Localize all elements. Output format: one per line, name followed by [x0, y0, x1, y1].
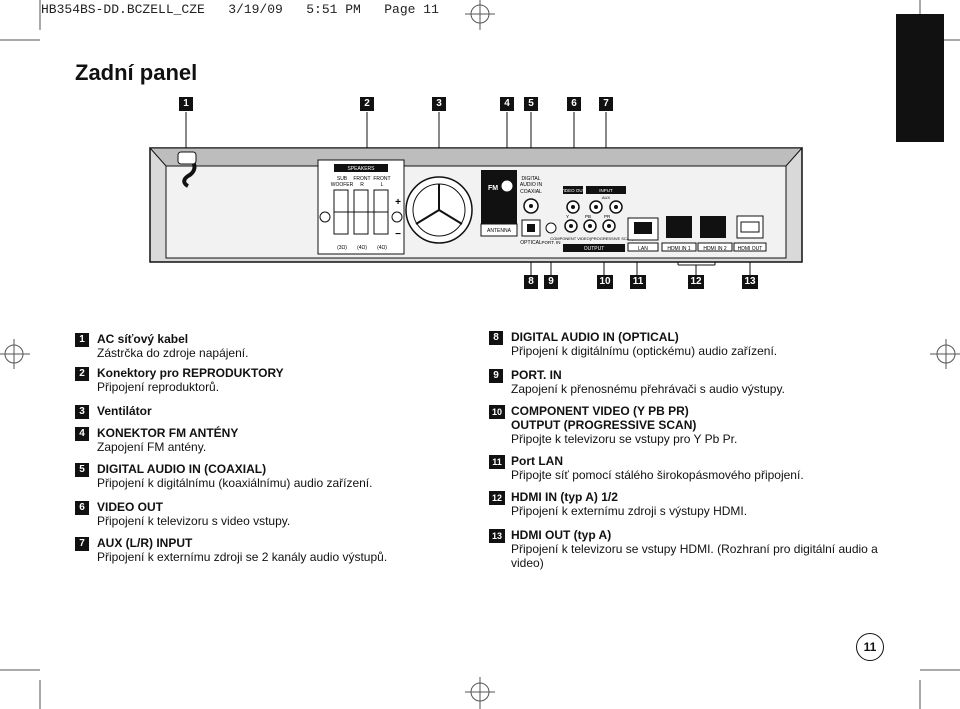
item-desc: Připojení k digitálnímu (koaxiálnímu) au…	[97, 476, 373, 490]
item-title-line2: OUTPUT (PROGRESSIVE SCAN)	[511, 418, 697, 432]
page-number: 11	[856, 633, 884, 661]
coaxial-label: COAXIAL	[520, 189, 542, 195]
print-header: HB354BS-DD.BCZELL_CZE 3/19/09 5:51 PM Pa…	[41, 2, 439, 17]
callout-7: 7	[599, 97, 613, 111]
item-desc: Připojení k externímu zdroji s výstupy H…	[511, 504, 748, 518]
port-in-label: PORT. IN	[542, 240, 561, 245]
item-number: 4	[75, 427, 89, 441]
item-desc: Připojení reproduktorů.	[97, 380, 220, 394]
item-title: DIGITAL AUDIO IN (OPTICAL)	[511, 330, 679, 344]
item-title: Konektory pro REPRODUKTORY	[97, 366, 284, 380]
item-number: 11	[489, 455, 505, 469]
item-title: PORT. IN	[511, 368, 562, 382]
ohm-front-l: (4Ω)	[377, 245, 387, 251]
item-number: 9	[489, 369, 503, 383]
antenna-label: ANTENNA	[487, 228, 512, 234]
pr-label: PR	[604, 214, 611, 219]
item-title: HDMI IN (typ A) 1/2	[511, 490, 618, 504]
front-r-label: FRONT	[353, 176, 370, 182]
item-title: KONEKTOR FM ANTÉNY	[97, 426, 239, 440]
front-l-sub: L	[381, 182, 384, 188]
item-desc: Připojení k televizoru se vstupy HDMI. (…	[511, 542, 878, 570]
video-out-label: VIDEO OUT	[561, 188, 586, 193]
page-title: Zadní panel	[75, 60, 198, 85]
item-desc: Zapojení k přenosnému přehrávači s audio…	[511, 382, 785, 396]
item-number: 6	[75, 501, 89, 515]
callout-8: 8	[524, 275, 538, 289]
item-desc: Připojení k televizoru s video vstupy.	[97, 514, 291, 528]
woofer-label: WOOFER	[331, 182, 354, 188]
item-number: 5	[75, 463, 89, 477]
digital-label: DIGITAL	[521, 176, 540, 182]
item-desc: Připojení k digitálnímu (optickému) audi…	[511, 344, 778, 358]
hdmi-in1-label: HDMI IN 1	[667, 246, 691, 252]
item-title: Port LAN	[511, 454, 563, 468]
ohm-sub: (3Ω)	[337, 245, 347, 251]
item-title: HDMI OUT (typ A)	[511, 528, 612, 542]
item-number: 1	[75, 333, 89, 347]
item-desc: Zapojení FM antény.	[97, 440, 207, 454]
pb-label: PB	[585, 214, 591, 219]
callout-3: 3	[432, 97, 446, 111]
item-desc: Připojení k externímu zdroji se 2 kanály…	[97, 550, 388, 564]
item-number: 12	[489, 491, 505, 505]
item-title: AC síťový kabel	[97, 332, 189, 346]
item-number: 13	[489, 529, 505, 543]
fm-label: FM	[488, 185, 498, 192]
item-title: COMPONENT VIDEO (Y PB PR)	[511, 404, 689, 418]
aux-label: AUX	[602, 195, 611, 200]
callout-9: 9	[544, 275, 558, 289]
callout-1: 1	[179, 97, 193, 111]
callout-10: 10	[597, 275, 613, 289]
chapter-tab	[896, 14, 944, 142]
callout-5: 5	[524, 97, 538, 111]
item-title: VIDEO OUT	[97, 500, 164, 514]
component-label: COMPONENT VIDEO(PROGRESSIVE SCAN)	[550, 236, 634, 241]
item-number: 8	[489, 331, 503, 345]
y-label: Y	[566, 214, 569, 219]
ohm-front-r: (4Ω)	[357, 245, 367, 251]
speakers-label: SPEAKERS	[348, 166, 376, 172]
front-l-label: FRONT	[373, 176, 390, 182]
callout-11: 11	[630, 275, 646, 289]
hdmi-in2-label: HDMI IN 2	[703, 246, 727, 252]
item-title: Ventilátor	[97, 404, 152, 418]
svg-text:−: −	[395, 229, 401, 240]
svg-text:+: +	[395, 197, 401, 208]
hdmi-out-label: HDMI OUT	[738, 246, 763, 252]
audio-in-label: AUDIO IN	[520, 182, 543, 188]
input-label: INPUT	[599, 188, 613, 193]
optical-label: OPTICAL	[520, 240, 542, 246]
front-r-sub: R	[360, 182, 364, 188]
sub-label: SUB	[337, 176, 348, 182]
item-title: AUX (L/R) INPUT	[97, 536, 193, 550]
callout-13: 13	[742, 275, 758, 289]
callout-12: 12	[688, 275, 704, 289]
item-desc: Zástrčka do zdroje napájení.	[97, 346, 249, 360]
item-desc: Připojte k televizoru se vstupy pro Y Pb…	[511, 432, 738, 446]
callout-2: 2	[360, 97, 374, 111]
item-title: DIGITAL AUDIO IN (COAXIAL)	[97, 462, 267, 476]
callout-4: 4	[500, 97, 514, 111]
lan-label: LAN	[638, 246, 648, 252]
item-number: 10	[489, 405, 505, 419]
item-number: 3	[75, 405, 89, 419]
output-label: OUTPUT	[584, 246, 605, 252]
item-number: 7	[75, 537, 89, 551]
item-number: 2	[75, 367, 89, 381]
callout-6: 6	[567, 97, 581, 111]
item-desc: Připojte síť pomocí stálého širokopásmov…	[511, 468, 804, 482]
